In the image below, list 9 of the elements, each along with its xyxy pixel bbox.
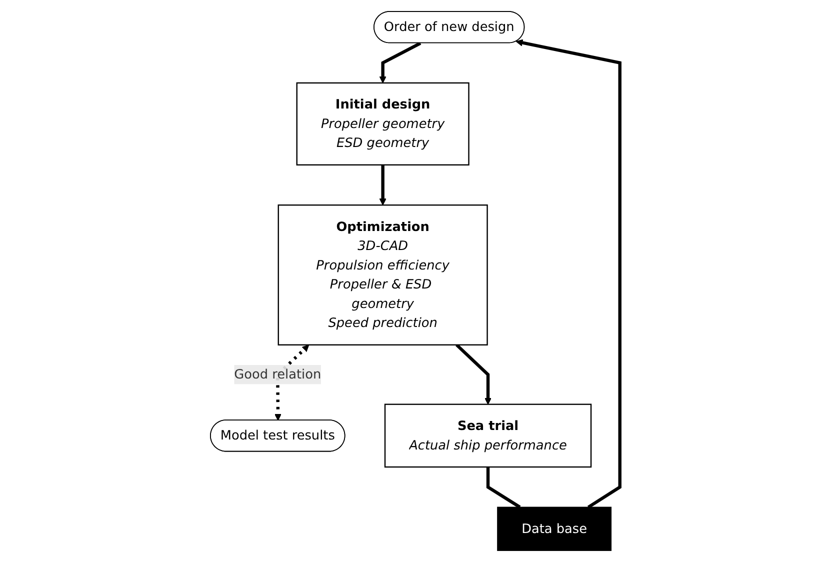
connector [486, 467, 521, 509]
edge-label: Good relation [234, 366, 321, 382]
node-box: Data base [496, 506, 612, 551]
node-box: Initial design Propeller geometry ESD geometry [296, 82, 470, 166]
arrow [516, 39, 622, 509]
arrow [379, 42, 422, 84]
arrow [379, 164, 386, 206]
node-box: Optimization 3D-CAD Propulsion efficiency Propeller & ESD geometry Speed prediction [278, 204, 488, 346]
arrow [455, 344, 492, 405]
